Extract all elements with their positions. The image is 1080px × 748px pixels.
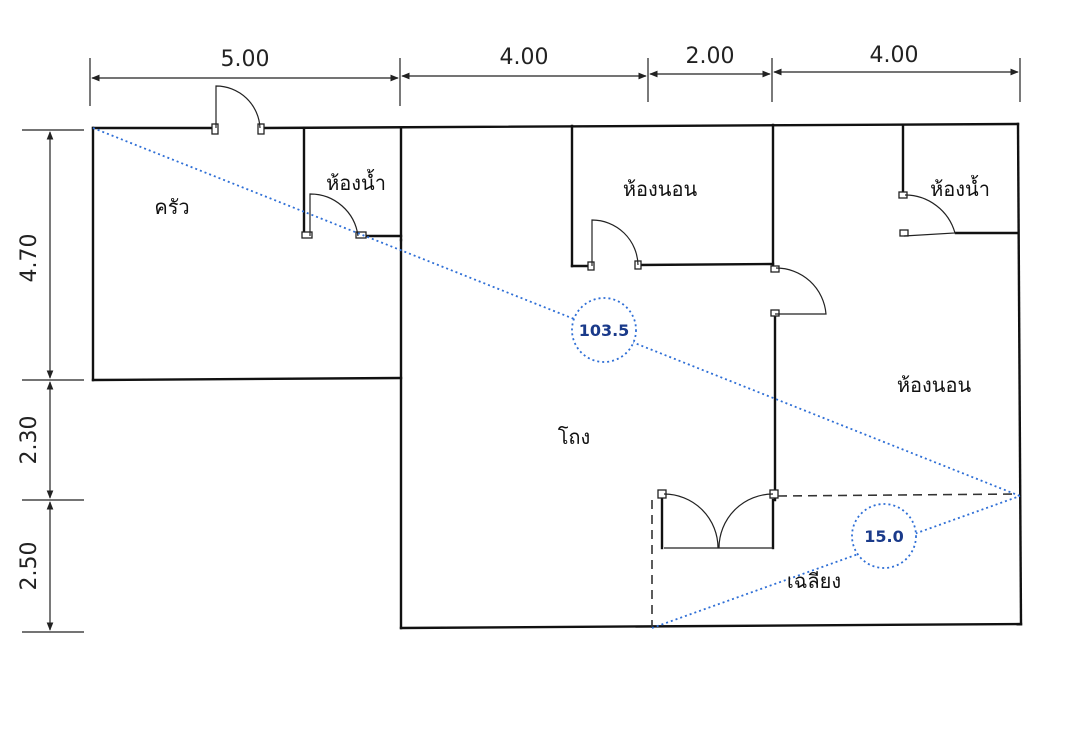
dimension-left-2: 2.30 (17, 416, 42, 465)
dimension-top-2: 4.00 (500, 45, 549, 70)
diagonal-value-badge: 103.5 (571, 297, 637, 363)
veranda-value-badge: 15.0 (851, 503, 917, 569)
room-label-veranda: เฉลียง (787, 569, 841, 593)
top-dimension-line: 5.00 4.00 2.00 4.00 (89, 43, 1021, 106)
room-label-bathroom-1: ห้องน้ำ (326, 169, 386, 195)
room-label-bedroom-2: ห้องนอน (897, 373, 972, 397)
veranda-value: 15.0 (864, 527, 903, 546)
interior-walls (302, 123, 1020, 550)
dimension-top-3: 2.00 (686, 44, 735, 69)
door-bathroom-1 (301, 193, 367, 239)
dimension-top-1: 5.00 (221, 47, 270, 72)
room-label-hall: โถง (558, 425, 591, 449)
room-label-bathroom-2: ห้องน้ำ (930, 175, 990, 201)
diagonal-value: 103.5 (579, 321, 630, 340)
dimension-left-3: 2.50 (17, 542, 42, 591)
dimension-top-4: 4.00 (870, 43, 919, 68)
room-label-kitchen: ครัว (154, 195, 189, 219)
veranda-boundary (651, 493, 1019, 628)
door-kitchen-entry (211, 85, 265, 135)
room-label-bedroom-1: ห้องนอน (623, 177, 698, 201)
left-dimension-line: 4.70 2.30 2.50 (17, 129, 84, 633)
dimension-left-1: 4.70 (17, 234, 42, 283)
door-veranda-double (657, 489, 779, 549)
diagonal-measure-line (92, 127, 1021, 629)
door-bedroom-2 (770, 265, 827, 317)
exterior-walls (91, 122, 1023, 630)
door-bathroom-2 (898, 191, 956, 237)
door-bedroom-1 (587, 219, 642, 271)
